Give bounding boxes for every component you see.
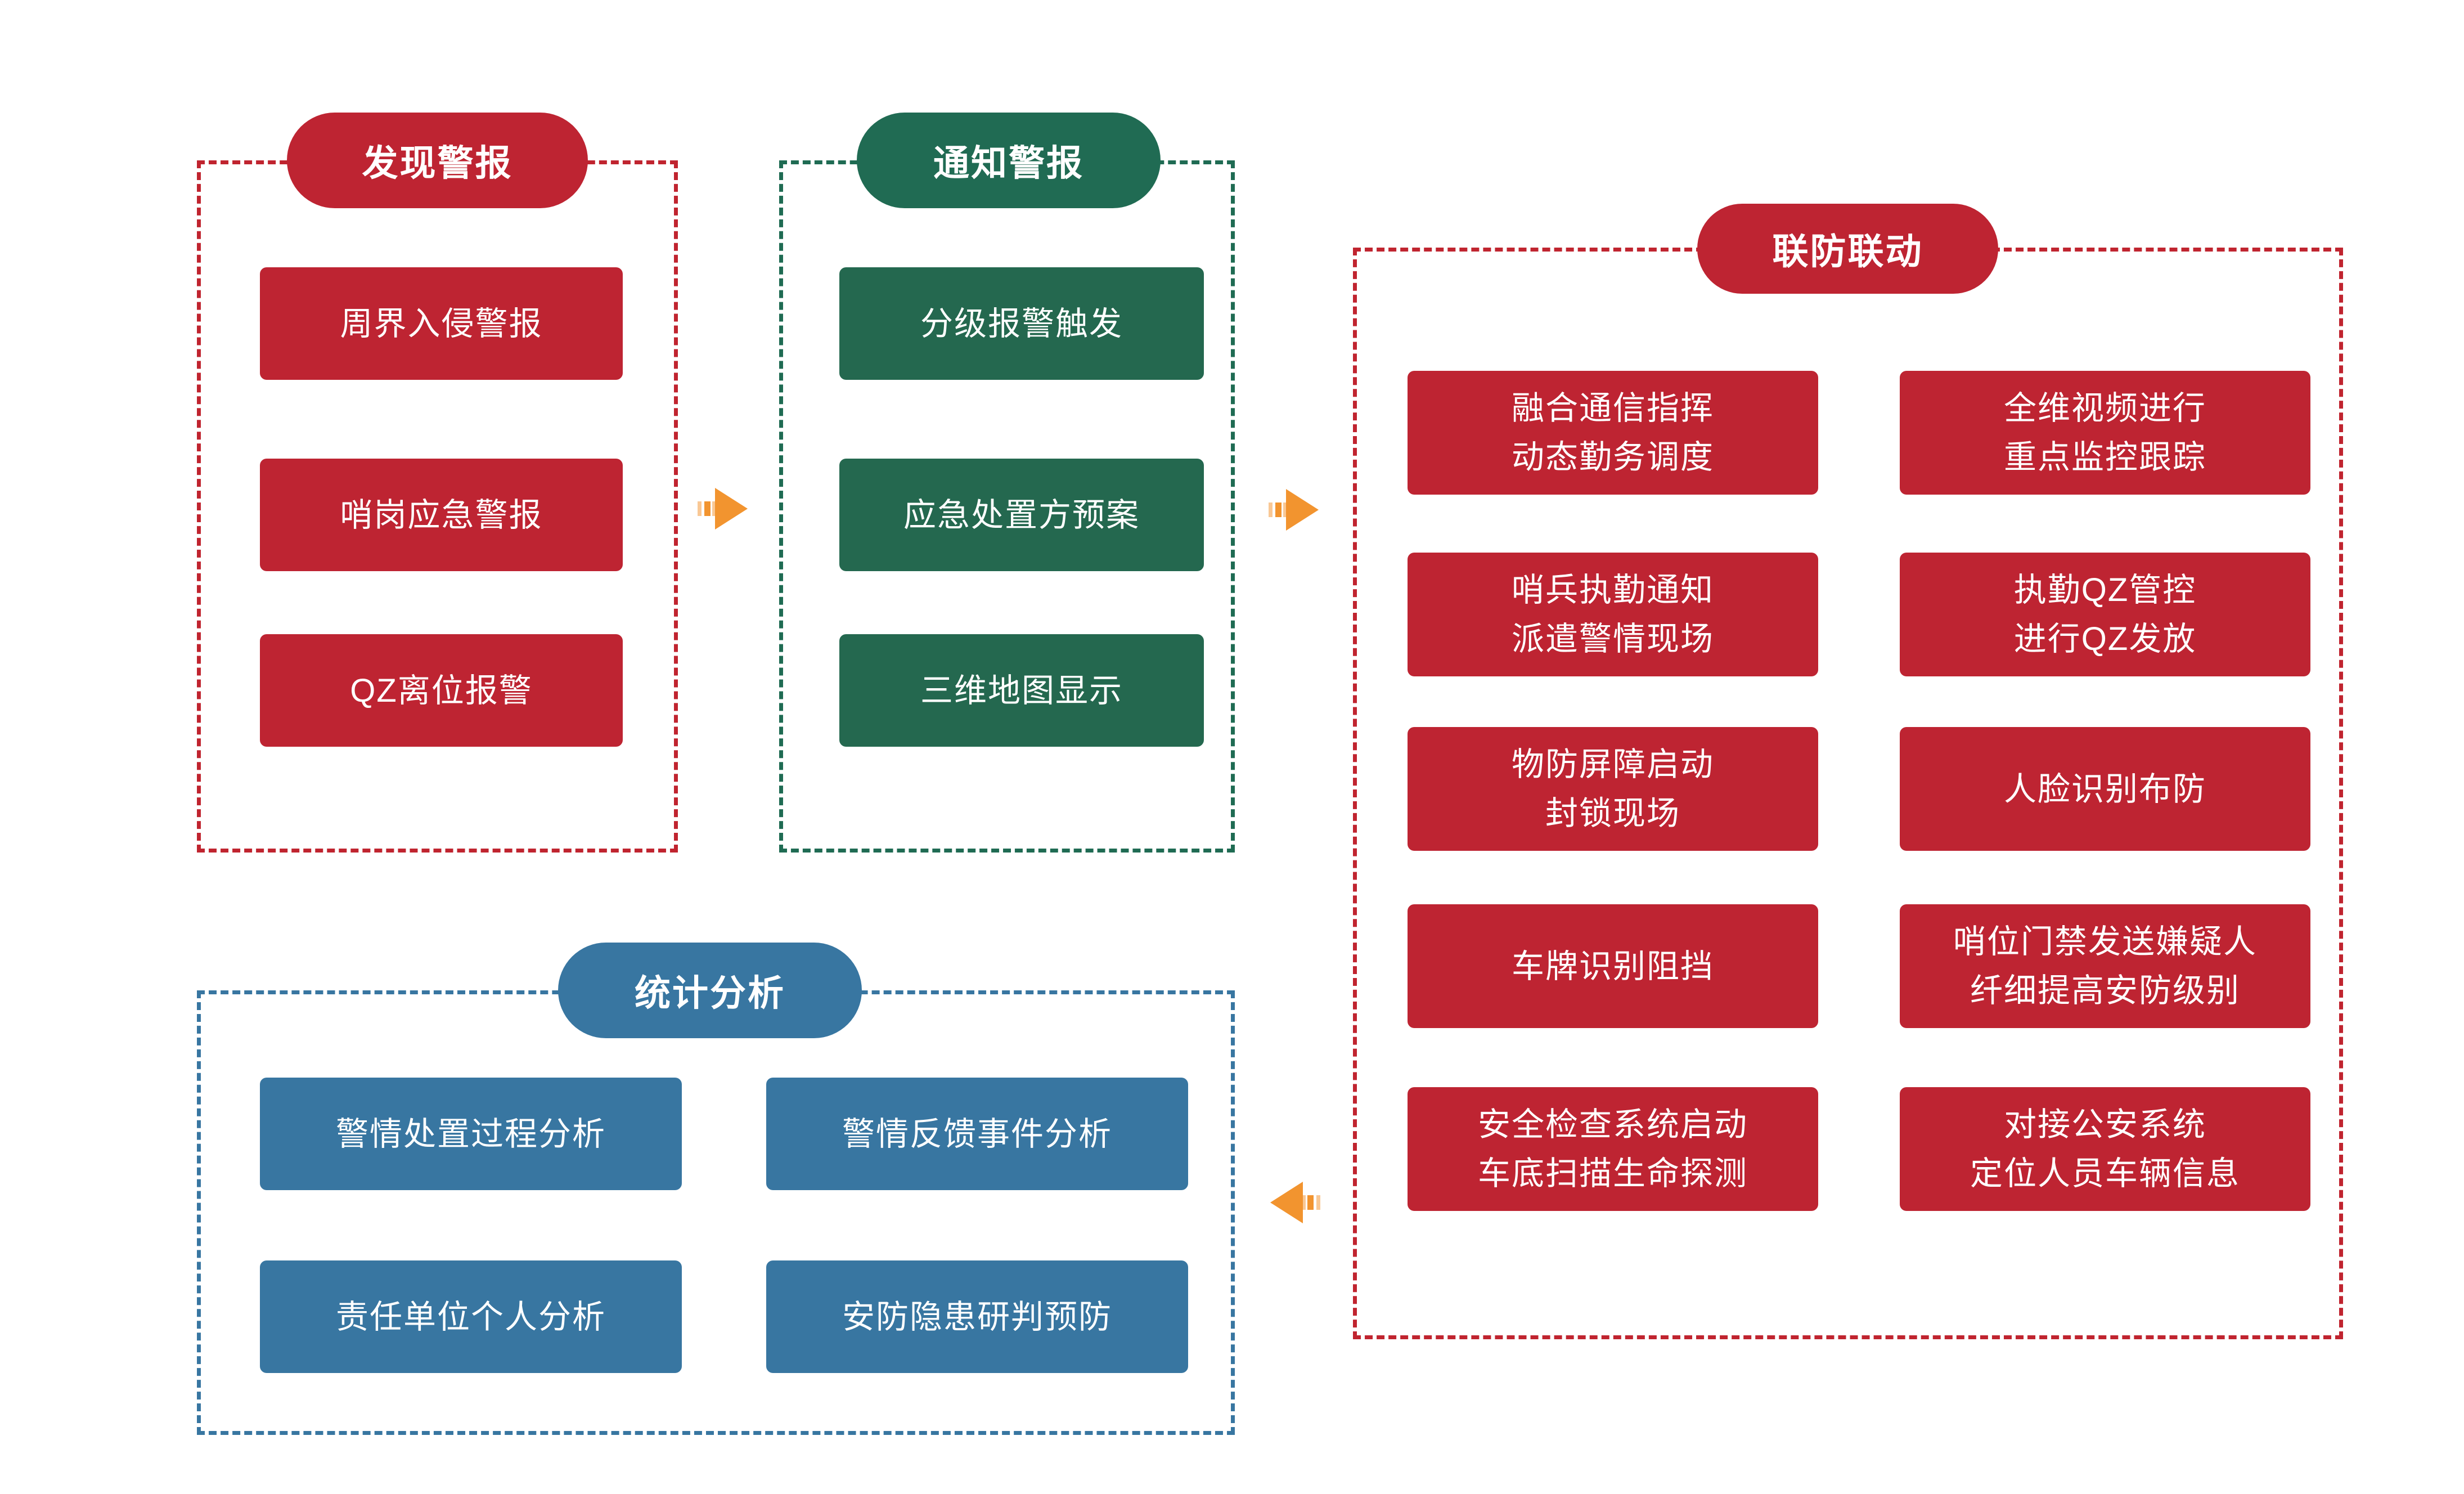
node-perimeter-intrusion-alarm: 周界入侵警报: [260, 267, 623, 380]
node-sentry-post-emergency-alarm: 哨岗应急警报: [260, 459, 623, 571]
node-graded-alarm-trigger: 分级报警触发: [839, 267, 1204, 380]
node-alarm-feedback-event-analysis: 警情反馈事件分析: [766, 1078, 1188, 1190]
node-alarm-handling-process-analysis: 警情处置过程分析: [260, 1078, 682, 1190]
striped-arrow-left-icon: [1269, 1181, 1320, 1227]
node-physical-barrier-lockdown: 物防屏障启动 封锁现场: [1408, 727, 1818, 851]
section-statistical-analysis: 统计分析 警情处置过程分析 警情反馈事件分析 责任单位个人分析 安防隐患研判预防: [197, 943, 1235, 1435]
header-notify-alarm: 通知警报: [857, 113, 1161, 208]
node-public-security-link: 对接公安系统 定位人员车辆信息: [1900, 1087, 2310, 1211]
section-notify-alarm: 通知警报 分级报警触发 应急处置方预案 三维地图显示: [779, 113, 1235, 853]
node-responsible-unit-person-analysis: 责任单位个人分析: [260, 1260, 682, 1373]
node-face-recognition-deployment: 人脸识别布防: [1900, 727, 2310, 851]
node-duty-qz-control: 执勤QZ管控 进行QZ发放: [1900, 553, 2310, 676]
node-omni-video-tracking: 全维视频进行 重点监控跟踪: [1900, 371, 2310, 495]
node-sentry-access-suspect-alert: 哨位门禁发送嫌疑人 纤细提高安防级别: [1900, 904, 2310, 1028]
node-converged-comms-command: 融合通信指挥 动态勤务调度: [1408, 371, 1818, 495]
header-joint-defense-linkage: 联防联动: [1697, 204, 1998, 294]
header-statistical-analysis: 统计分析: [558, 943, 862, 1038]
node-sentry-duty-notification: 哨兵执勤通知 派遣警情现场: [1408, 553, 1818, 676]
striped-arrow-right-icon: [1269, 488, 1320, 535]
node-license-plate-block: 车牌识别阻挡: [1408, 904, 1818, 1028]
section-joint-defense-linkage: 联防联动 融合通信指挥 动态勤务调度 哨兵执勤通知 派遣警情现场 物防屏障启动 …: [1353, 204, 2343, 1339]
node-security-check-life-detection: 安全检查系统启动 车底扫描生命探测: [1408, 1087, 1818, 1211]
node-qz-off-position-alarm: QZ离位报警: [260, 634, 623, 747]
node-3d-map-display: 三维地图显示: [839, 634, 1204, 747]
node-security-risk-prediction: 安防隐患研判预防: [766, 1260, 1188, 1373]
node-emergency-response-plan: 应急处置方预案: [839, 459, 1204, 571]
striped-arrow-right-icon: [698, 487, 749, 533]
header-discover-alarm: 发现警报: [287, 113, 588, 208]
section-discover-alarm: 发现警报 周界入侵警报 哨岗应急警报 QZ离位报警: [197, 113, 678, 853]
